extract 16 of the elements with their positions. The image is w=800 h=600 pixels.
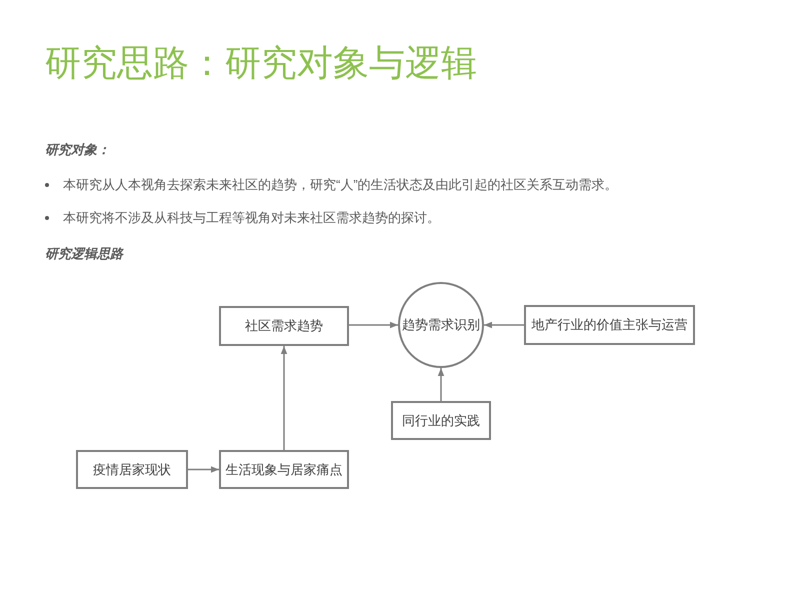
bullet-text: 本研究将不涉及从科技与工程等视角对未来社区需求趋势的探讨。 — [63, 210, 440, 226]
page-title: 研究思路：研究对象与逻辑 — [45, 43, 477, 83]
arrow — [438, 368, 444, 401]
section-heading: 研究对象： — [45, 142, 110, 158]
arrow — [484, 322, 524, 328]
arrow — [349, 322, 398, 328]
process-box: 同行业的实践 — [391, 401, 491, 440]
arrow — [280, 346, 288, 450]
section-heading: 研究逻辑思路 — [45, 246, 123, 262]
process-box: 地产行业的价值主张与运营 — [524, 305, 695, 345]
process-box: 社区需求趋势 — [219, 306, 349, 346]
process-box: 生活现象与居家痛点 — [219, 450, 349, 489]
process-box: 疫情居家现状 — [76, 450, 188, 489]
bullet-text: 本研究从人本视角去探索未来社区的趋势，研究“人”的生活状态及由此引起的社区关系互动需求。 — [63, 177, 618, 193]
arrow — [188, 466, 219, 473]
circle-node: 趋势需求识别 — [398, 282, 484, 368]
